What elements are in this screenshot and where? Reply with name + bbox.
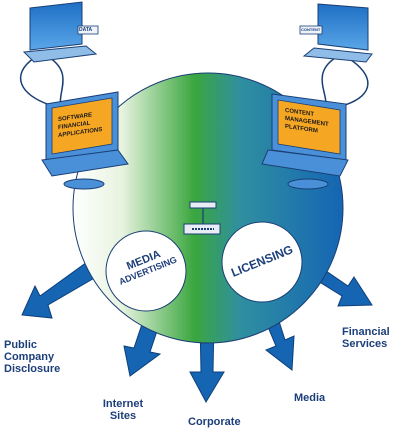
cable-left-a [19, 57, 51, 106]
output-public-line-1: Public [4, 339, 38, 351]
cable-right-b [321, 57, 336, 109]
licensing-circle [221, 221, 303, 303]
output-financial-line-2: Services [342, 338, 388, 350]
output-internet-sites: Internet Sites [98, 398, 148, 422]
output-financial-services: Financial Services [342, 326, 390, 350]
router-icon [183, 201, 221, 235]
output-public-line-2: Company [4, 351, 55, 363]
cable-left-b [49, 57, 64, 109]
output-media: Media [294, 392, 325, 404]
output-financial-line-1: Financial [342, 326, 390, 338]
output-internet-line-1: Internet [102, 398, 144, 410]
output-internet-line-2: Sites [109, 410, 137, 422]
laptop-right-tag-text: CONTENT [301, 27, 321, 32]
output-public-company: Public Company Disclosure [4, 339, 60, 375]
laptop-left-tag-text: DATA [79, 27, 93, 33]
monitor-right [261, 93, 349, 190]
cable-right-a [344, 57, 369, 106]
laptop-top-right [299, 3, 373, 63]
laptop-left-tag: DATA [79, 27, 92, 33]
laptop-right-tag: CONTENT [301, 27, 320, 33]
output-corporate: Corporate [188, 416, 241, 428]
monitor-left [41, 91, 129, 190]
output-media-line-1: Media [294, 392, 326, 404]
media-advertising-circle [105, 230, 187, 312]
output-public-line-3: Disclosure [4, 363, 61, 375]
laptop-top-left [22, 1, 99, 63]
output-corporate-line-1: Corporate [188, 416, 241, 428]
